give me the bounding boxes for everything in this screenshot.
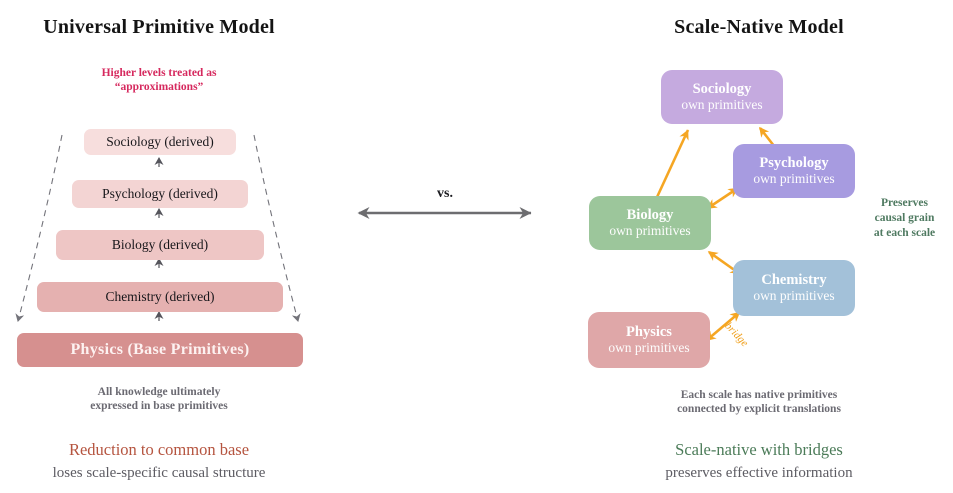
left-caption-line1: All knowledge ultimately bbox=[97, 386, 221, 398]
node-sociology[interactable]: Sociology own primitives bbox=[661, 70, 783, 124]
right-caption-line2: connected by explicit translations bbox=[677, 403, 841, 416]
pyramid-level-psychology[interactable]: Psychology (derived) bbox=[72, 180, 248, 208]
pyramid-level-chemistry-label: Chemistry (derived) bbox=[105, 289, 215, 304]
right-conclusion-sub: preserves effective information bbox=[665, 465, 853, 482]
pyramid-level-sociology-label: Sociology (derived) bbox=[106, 134, 214, 149]
left-conclusion-sub: loses scale-specific causal structure bbox=[52, 465, 266, 482]
pyramid-level-biology[interactable]: Biology (derived) bbox=[56, 230, 264, 260]
right-side-note-line1: Preserves bbox=[880, 197, 929, 209]
pyramid-level-sociology[interactable]: Sociology (derived) bbox=[84, 129, 236, 155]
node-chemistry[interactable]: Chemistry own primitives bbox=[733, 260, 855, 316]
node-physics-sub: own primitives bbox=[608, 340, 690, 356]
node-psychology-sub: own primitives bbox=[753, 171, 835, 187]
right-side-note-line2: causal grain bbox=[874, 211, 935, 224]
right-panel-title: Scale-Native Model bbox=[674, 16, 844, 38]
pyramid-level-psychology-label: Psychology (derived) bbox=[102, 186, 218, 201]
left-caption: All knowledge ultimately expressed in ba… bbox=[0, 385, 318, 413]
node-physics[interactable]: Physics own primitives bbox=[588, 312, 710, 368]
vs-label: vs. bbox=[437, 186, 453, 201]
pyramid-level-biology-label: Biology (derived) bbox=[111, 237, 209, 252]
node-biology[interactable]: Biology own primitives bbox=[589, 196, 711, 250]
node-biology-sub: own primitives bbox=[609, 223, 691, 239]
right-caption: Each scale has native primitives connect… bbox=[565, 388, 953, 416]
left-annotation-line1: Higher levels treated as bbox=[101, 67, 217, 79]
arrow-physics-chemistry bbox=[705, 311, 741, 341]
left-caption-line2: expressed in base primitives bbox=[90, 400, 228, 413]
left-conclusion: Reduction to common base loses scale-spe… bbox=[0, 440, 318, 482]
pyramid-level-physics-base[interactable]: Physics (Base Primitives) bbox=[17, 333, 303, 367]
node-biology-title: Biology bbox=[626, 207, 674, 224]
right-side-note-line3: at each scale bbox=[873, 226, 936, 239]
right-conclusion-head: Scale-native with bridges bbox=[675, 440, 843, 459]
arrow-biology-sociology bbox=[650, 129, 690, 210]
node-psychology[interactable]: Psychology own primitives bbox=[733, 144, 855, 198]
pyramid-guides bbox=[15, 134, 301, 322]
node-sociology-sub: own primitives bbox=[681, 97, 763, 113]
pyramid-level-chemistry[interactable]: Chemistry (derived) bbox=[37, 282, 283, 312]
node-physics-title: Physics bbox=[626, 324, 672, 341]
vs-double-arrow bbox=[357, 207, 532, 219]
left-panel-title: Universal Primitive Model bbox=[43, 16, 275, 38]
right-caption-line1: Each scale has native primitives bbox=[680, 389, 838, 401]
node-chemistry-title: Chemistry bbox=[761, 272, 827, 289]
right-conclusion: Scale-native with bridges preserves effe… bbox=[565, 440, 953, 482]
pyramid-level-physics-base-label: Physics (Base Primitives) bbox=[70, 341, 250, 358]
node-sociology-title: Sociology bbox=[692, 81, 752, 98]
left-conclusion-head: Reduction to common base bbox=[68, 440, 250, 459]
node-chemistry-sub: own primitives bbox=[753, 288, 835, 304]
left-annotation: Higher levels treated as “approximations… bbox=[0, 66, 318, 95]
left-annotation-line2: “approximations” bbox=[114, 81, 204, 94]
node-psychology-title: Psychology bbox=[759, 155, 829, 172]
right-side-note: Preserves causal grain at each scale bbox=[856, 196, 953, 241]
